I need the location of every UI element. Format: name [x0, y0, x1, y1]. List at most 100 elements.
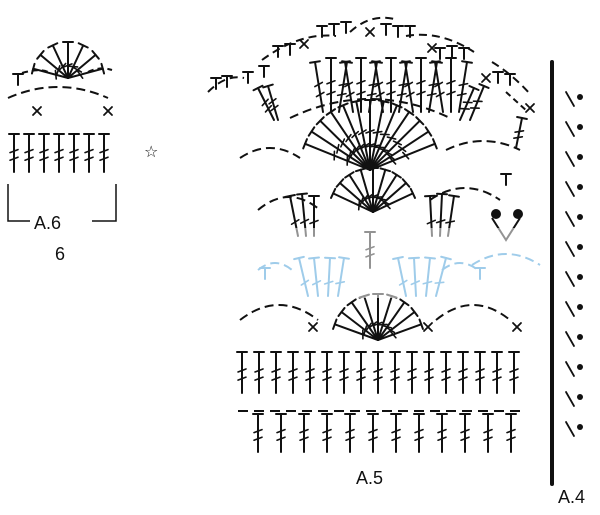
picot-dot — [577, 394, 583, 400]
half-double-symbol — [12, 73, 24, 86]
picot-dot — [513, 209, 523, 219]
treble-crochet-symbol — [30, 62, 69, 80]
treble-crochet-symbol — [98, 133, 110, 173]
treble-crochet-symbol — [459, 413, 471, 453]
treble-crochet-symbol — [330, 187, 374, 213]
treble-crochet-symbol — [339, 60, 355, 113]
single-crochet-symbol — [525, 103, 535, 113]
single-crochet-symbol — [299, 39, 309, 49]
picot-dot — [577, 154, 583, 160]
treble-crochet-symbol — [377, 298, 410, 341]
treble-crochet-symbol — [321, 413, 333, 453]
picot-dot — [577, 184, 583, 190]
treble-crochet-symbol — [369, 60, 385, 113]
treble-crochet-symbol — [367, 413, 379, 453]
single-crochet-symbol — [32, 106, 42, 116]
treble-crochet-symbol — [309, 60, 325, 113]
treble-crochet-symbol — [344, 413, 356, 453]
repeat-bracket — [7, 184, 30, 222]
treble-crochet-symbol — [68, 133, 80, 173]
top-shells — [252, 57, 528, 149]
chain-arch — [257, 196, 321, 211]
treble-crochet-symbol — [377, 318, 424, 341]
treble-crochet-symbol — [325, 57, 337, 113]
treble-crochet-symbol — [262, 83, 279, 121]
treble-crochet-symbol — [372, 171, 402, 213]
treble-crochet-symbol — [482, 413, 494, 453]
treble-crochet-symbol — [315, 116, 371, 171]
treble-crochet-symbol — [47, 42, 69, 79]
treble-crochet-symbol — [505, 413, 517, 453]
treble-crochet-symbol — [369, 116, 425, 171]
picot-dot — [577, 304, 583, 310]
half-double-symbol — [272, 45, 284, 58]
star-marker-icon: ☆ — [144, 142, 158, 161]
half-double-symbol — [504, 73, 516, 86]
half-double-symbol — [458, 47, 470, 60]
treble-crochet-symbol — [287, 351, 299, 394]
top-edge — [207, 16, 535, 113]
chart-a4 — [550, 60, 583, 486]
treble-crochet-symbol — [508, 351, 520, 394]
single-crochet-symbol — [365, 27, 375, 37]
treble-crochet-symbol — [8, 133, 20, 173]
treble-crochet-symbol — [429, 60, 445, 113]
treble-crochet-symbol — [377, 307, 419, 341]
single-crochet-symbol — [308, 322, 318, 332]
half-double-symbol — [392, 25, 404, 38]
picot-dot — [577, 244, 583, 250]
picot-dot — [577, 334, 583, 340]
treble-crochet-symbol — [372, 293, 384, 341]
half-double-symbol — [446, 45, 458, 58]
treble-crochet-symbol — [36, 50, 69, 79]
single-crochet-symbol — [103, 106, 113, 116]
a5-fan-lower — [332, 293, 424, 341]
half-double-symbol — [434, 47, 446, 60]
treble-crochet-symbol — [390, 413, 402, 453]
chain-arch — [87, 67, 113, 73]
treble-crochet-symbol — [335, 178, 374, 213]
treble-crochet-symbol — [372, 178, 411, 213]
picot-dot — [577, 424, 583, 430]
treble-crochet-symbol — [62, 41, 74, 79]
treble-crochet-symbol — [236, 351, 248, 394]
treble-crochet-symbol — [355, 57, 367, 113]
a5-fan-upper — [302, 99, 438, 171]
treble-crochet-symbol — [372, 187, 416, 213]
chain-arch — [7, 86, 109, 99]
chain-arch — [239, 304, 319, 321]
treble-crochet-symbol — [53, 133, 65, 173]
treble-crochet-symbol — [252, 413, 264, 453]
picot-dot — [577, 124, 583, 130]
picot-dot — [577, 214, 583, 220]
chain-arch — [207, 76, 245, 93]
treble-crochet-symbol — [469, 83, 490, 121]
treble-crochet-symbol — [304, 351, 316, 394]
chain-arch — [405, 33, 475, 53]
chain-arch — [491, 61, 531, 95]
treble-crochet-symbol — [67, 42, 89, 79]
treble-crochet-symbol — [338, 351, 350, 394]
treble-crochet-symbol — [457, 351, 469, 394]
faded-overlay — [105, 228, 545, 298]
treble-crochet-symbol — [372, 167, 392, 213]
treble-crochet-symbol — [459, 84, 480, 121]
half-double-symbol — [258, 65, 270, 78]
picot-dot — [577, 94, 583, 100]
chain-arch — [349, 16, 399, 33]
treble-crochet-symbol — [456, 60, 473, 113]
treble-crochet-symbol — [389, 351, 401, 394]
treble-crochet-symbol — [307, 126, 371, 171]
half-double-symbol — [500, 173, 512, 186]
treble-crochet-symbol — [83, 133, 95, 173]
single-crochet-symbol — [512, 322, 522, 332]
chart-a6 — [7, 41, 117, 222]
treble-crochet-symbol — [252, 84, 275, 121]
treble-crochet-symbol — [474, 351, 486, 394]
treble-crochet-symbol — [369, 126, 433, 171]
treble-crochet-symbol — [321, 351, 333, 394]
chain-arch — [429, 187, 501, 201]
a6-fan — [30, 41, 106, 80]
single-crochet-symbol — [427, 43, 437, 53]
